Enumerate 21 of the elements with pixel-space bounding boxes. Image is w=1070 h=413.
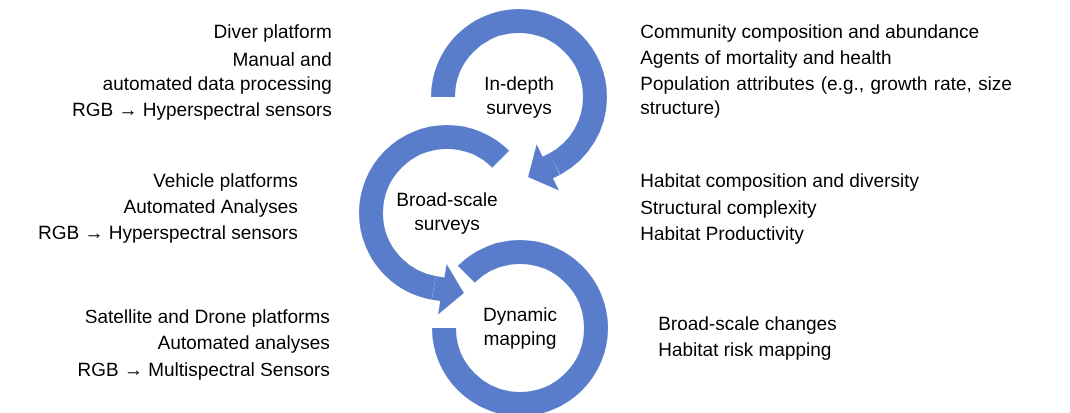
list-item: Structural complexity bbox=[641, 200, 817, 218]
list-item: Broad-scale changes bbox=[659, 316, 836, 334]
list-item: Population attributes (e.g., growth rate, size structure) bbox=[640, 76, 1012, 118]
list-item: Habitat risk mapping bbox=[659, 342, 831, 360]
list-item: Manual and bbox=[234, 52, 331, 66]
list-item: Vehicle platforms bbox=[153, 173, 298, 191]
list-item: automated data processing bbox=[103, 76, 331, 94]
stage-ring: In-depth surveys bbox=[431, 9, 607, 175]
list-item: Agents of mortality and health bbox=[640, 50, 891, 68]
list-item: RGB → Hyperspectral sensors bbox=[73, 102, 332, 120]
list-item: Community composition and abundance bbox=[641, 24, 979, 42]
list-item: Habitat composition and diversity bbox=[641, 173, 919, 191]
list-item: Habitat Productivity bbox=[641, 226, 804, 244]
list-item: RGB → Multispectral Sensors bbox=[79, 362, 330, 380]
list-item: Automated analyses bbox=[157, 335, 330, 353]
stage-ring: Dynamic mapping bbox=[432, 240, 608, 413]
stage-ring: Broad-scale surveys bbox=[359, 125, 509, 300]
list-item: Automated Analyses bbox=[123, 199, 298, 217]
list-item: Diver platform bbox=[215, 24, 331, 42]
list-item: Satellite and Drone platforms bbox=[85, 309, 330, 327]
list-item: RGB → Hyperspectral sensors bbox=[39, 225, 298, 243]
